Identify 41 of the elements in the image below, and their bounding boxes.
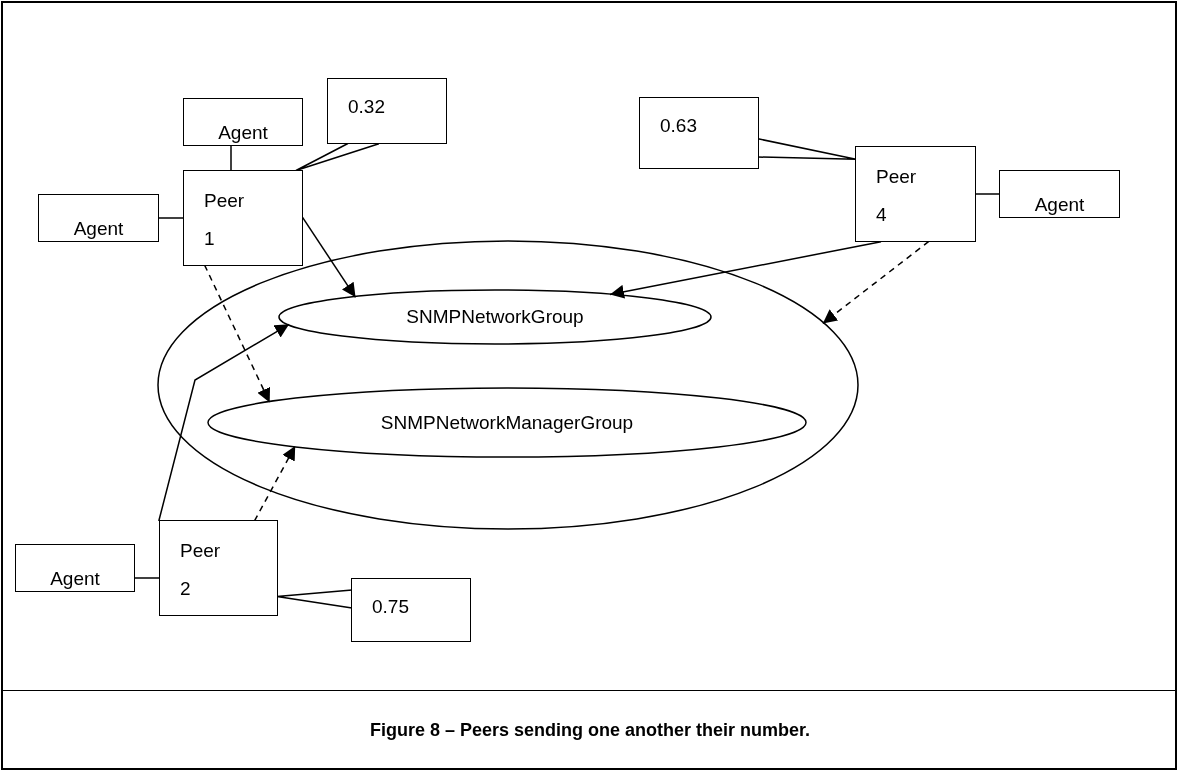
node-label: Peer — [204, 191, 245, 210]
arrow — [301, 216, 357, 299]
figure-caption: Figure 8 – Peers sending one another their number. — [369, 720, 811, 740]
node-label: 4 — [876, 205, 887, 224]
group-label: SNMPNetworkGroup — [405, 307, 585, 326]
arrow — [158, 323, 290, 522]
arrow — [609, 241, 882, 299]
callout-tail — [295, 142, 380, 172]
value-callout — [639, 97, 759, 169]
group-ellipse — [207, 387, 807, 458]
group-ellipse — [278, 289, 712, 345]
node-label: Agent — [49, 569, 101, 588]
group-label: SNMPNetworkManagerGroup — [379, 412, 635, 432]
peer-box — [855, 146, 976, 242]
arrow — [253, 445, 296, 522]
node-label: 2 — [180, 579, 191, 598]
peer-box — [183, 170, 303, 266]
value-label: 0.63 — [660, 116, 697, 135]
callout-tail — [276, 589, 353, 609]
node-label: Agent — [72, 219, 125, 238]
connector-line — [133, 577, 161, 579]
value-label: 0.32 — [348, 97, 385, 116]
agent-box — [999, 170, 1120, 218]
agent-box — [15, 544, 135, 592]
value-callout — [327, 78, 447, 144]
arrow — [203, 264, 271, 404]
value-callout — [351, 578, 471, 642]
node-label: 1 — [204, 229, 215, 248]
arrow — [822, 240, 930, 325]
callout-tail — [757, 138, 857, 160]
node-label: Peer — [180, 541, 221, 560]
connector-line — [230, 144, 232, 172]
node-label: Peer — [876, 167, 917, 186]
agent-box — [38, 194, 159, 242]
connector-line — [157, 217, 185, 219]
agent-box — [183, 98, 303, 146]
node-label: Agent — [1033, 195, 1086, 214]
connector-line — [974, 193, 1001, 195]
value-label: 0.75 — [372, 597, 409, 616]
node-label: Agent — [217, 123, 269, 142]
peer-box — [159, 520, 278, 616]
